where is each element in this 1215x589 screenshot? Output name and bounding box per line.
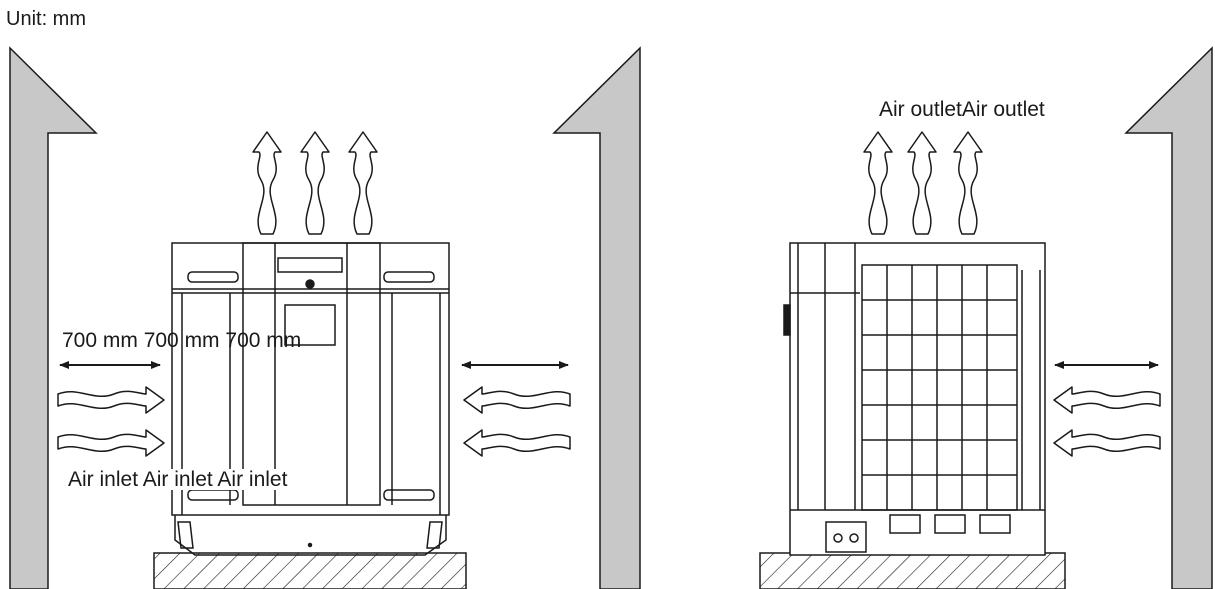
clearance-dimension-label: 700 mm 700 mm 700 mm <box>62 329 302 352</box>
air-inlet-arrow <box>57 386 165 414</box>
air-outlet-arrow <box>863 131 893 235</box>
outdoor-unit-front <box>171 242 450 556</box>
air-inlet-label: Air inlet Air inlet Air inlet <box>66 468 290 491</box>
right-scene <box>759 46 1213 589</box>
air-outlet-arrow <box>252 131 282 235</box>
air-inlet-arrow <box>463 386 571 414</box>
outdoor-unit-side <box>783 242 1046 556</box>
air-outlet-arrow <box>300 131 330 235</box>
left-base <box>153 552 467 589</box>
air-outlet-label: Air outletAir outlet <box>879 98 1045 121</box>
right-base <box>759 552 1066 589</box>
air-inlet-arrow <box>1053 386 1161 414</box>
air-outlet-arrow <box>953 131 983 235</box>
air-inlet-arrow <box>57 429 165 457</box>
right-wall <box>1124 46 1213 589</box>
unit-label: Unit: mm <box>6 8 86 30</box>
left-scene-right-wall <box>552 46 641 589</box>
air-inlet-arrow <box>463 429 571 457</box>
air-outlet-arrow <box>348 131 378 235</box>
air-outlet-arrow <box>907 131 937 235</box>
air-inlet-arrow <box>1053 429 1161 457</box>
left-wall <box>9 46 98 589</box>
left-scene <box>9 46 641 589</box>
